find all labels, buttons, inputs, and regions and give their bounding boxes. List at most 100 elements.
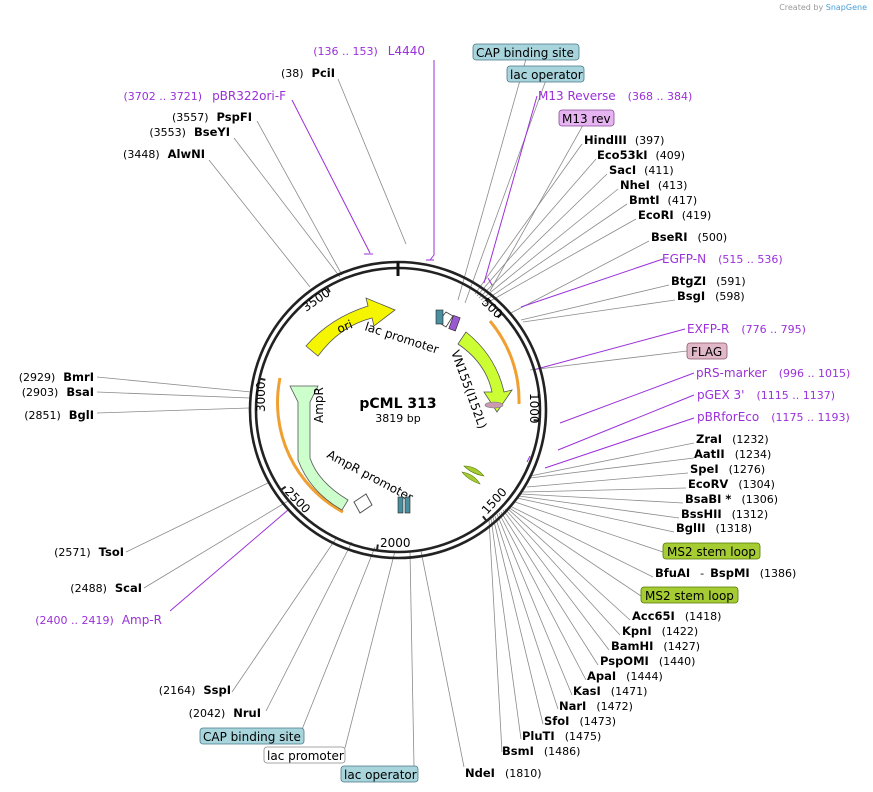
site-pspfi-pos: (3557) (172, 111, 209, 124)
site-kpni-name: KpnI (622, 624, 652, 638)
site-bseri[interactable]: BseRI(500) (651, 230, 727, 244)
leader-bsgi (522, 299, 676, 323)
leader-ms2-2 (507, 506, 642, 597)
site-alwni[interactable]: (3448)AlwNI (123, 147, 205, 161)
ms2-loop-1 (463, 465, 485, 477)
leader-ecorv (522, 487, 687, 493)
site-pspomi[interactable]: PspOMI(1440) (600, 654, 695, 668)
site-spei-pos: (1276) (729, 463, 766, 476)
tick-mark-3500 (325, 286, 331, 293)
primer-amp-r[interactable]: (2400 .. 2419)Amp-R (35, 613, 162, 627)
leader-ms2-1 (514, 501, 664, 553)
box-ms2-1[interactable]: MS2 stem loop (662, 542, 761, 560)
site-aatii[interactable]: AatII(1234) (694, 447, 771, 461)
site-ecori[interactable]: EcoRI(419) (638, 208, 711, 222)
primer-pbr322ori-f[interactable]: (3702 .. 3721)pBR322ori-F (124, 89, 287, 103)
leader-m13reverse (483, 95, 538, 284)
primer-pgex-3[interactable]: pGEX 3'(1115 .. 1137) (697, 388, 835, 402)
primer-l4440[interactable]: (136 .. 153)L4440 (313, 44, 425, 58)
site-bseyi[interactable]: (3553)BseYI (149, 125, 230, 139)
site-bfuai-bspmi[interactable]: BfuAI-BspMI(1386) (655, 566, 796, 580)
site-pspfi[interactable]: (3557) PspFI (172, 110, 252, 124)
site-sspi[interactable]: (2164)SspI (159, 683, 231, 697)
box-m13-rev[interactable]: M13 rev (558, 109, 615, 127)
site-ecorv-name: EcoRV (688, 477, 728, 491)
box-flag[interactable]: FLAG (686, 342, 728, 360)
site-bglii[interactable]: BglII(1318) (676, 521, 752, 535)
site-kpni[interactable]: KpnI(1422) (622, 624, 698, 638)
site-nrui[interactable]: (2042)NruI (189, 706, 261, 720)
primer-l4440-pos: (136 .. 153) (313, 45, 378, 58)
box-ms2-2[interactable]: MS2 stem loop (640, 586, 739, 604)
site-nari[interactable]: NarI(1472) (559, 699, 633, 713)
site-bsgi[interactable]: BsgI(598) (677, 289, 745, 303)
site-bmti[interactable]: BmtI(417) (629, 193, 697, 207)
site-bmri[interactable]: (2929)BmrI (19, 370, 94, 384)
site-pluti-pos: (1475) (565, 730, 602, 743)
site-hindiii[interactable]: HindIII(397) (584, 133, 664, 147)
leader-acc65i (506, 507, 631, 621)
ampr-promoter-feature (353, 493, 373, 514)
site-bseri-pos: (500) (698, 231, 728, 244)
site-bamhi[interactable]: BamHI(1427) (611, 639, 700, 653)
primer-prs-marker[interactable]: pRS-marker(996 .. 1015) (696, 366, 850, 380)
site-saci[interactable]: SacI(411) (609, 163, 674, 177)
box-cap-top[interactable]: CAP binding site (472, 43, 580, 61)
leader-nhei (480, 188, 619, 301)
site-bsai[interactable]: (2903)BsaI (22, 385, 94, 399)
leader-egfpn (520, 258, 664, 308)
site-pspfi-name: PspFI (217, 110, 252, 124)
primer-exfp-r[interactable]: EXFP-R(776 .. 795) (687, 322, 806, 336)
site-ndei[interactable]: NdeI(1810) (465, 766, 542, 780)
leader-zrai (529, 442, 695, 477)
site-pluti[interactable]: PluTI(1475) (522, 729, 601, 743)
site-spei[interactable]: SpeI(1276) (690, 462, 765, 476)
site-tsoi-pos: (2571) (54, 546, 91, 559)
site-bsmi[interactable]: BsmI(1486) (502, 744, 580, 758)
primer-m13-reverse[interactable]: M13 Reverse(368 .. 384) (538, 89, 692, 103)
site-nhei[interactable]: NheI(413) (620, 178, 687, 192)
box-m13-rev-label: M13 rev (562, 112, 611, 126)
leader-lacop-top (464, 79, 547, 304)
site-btgzi[interactable]: BtgZI(591) (671, 274, 746, 288)
lac-promoter-label: lac promoter (363, 320, 440, 357)
leader-pgex3 (557, 394, 695, 451)
site-acc65i[interactable]: Acc65I(1418) (632, 609, 721, 623)
site-tsoi[interactable]: (2571)TsoI (54, 545, 124, 559)
site-bsabi-pos: (1306) (741, 493, 778, 506)
site-kasi[interactable]: KasI(1471) (573, 684, 647, 698)
box-lacop-top[interactable]: lac operator (506, 65, 585, 83)
m13-rev-feature (448, 315, 461, 332)
site-ecorv[interactable]: EcoRV(1304) (688, 477, 775, 491)
cap-site-feature-top (435, 309, 444, 325)
site-apai[interactable]: ApaI(1444) (587, 669, 663, 683)
site-sfoi[interactable]: SfoI(1473) (544, 714, 616, 728)
site-acc65i-name: Acc65I (632, 609, 675, 623)
leader-flag (529, 350, 688, 371)
site-pspomi-pos: (1440) (659, 655, 696, 668)
primer-pbrforeco[interactable]: pBRforEco(1175 .. 1193) (697, 410, 850, 424)
site-bsshii[interactable]: BssHII(1312) (681, 507, 768, 521)
site-scai[interactable]: (2488)ScaI (70, 581, 142, 595)
primer-leaders (169, 60, 695, 612)
primer-tick-m13 (487, 277, 493, 286)
site-saci-name: SacI (609, 163, 636, 177)
site-sspi-name: SspI (203, 683, 231, 697)
site-pcil[interactable]: (38)PciI (281, 66, 335, 80)
lac-operator-feature-bottom (404, 496, 411, 514)
leader-ndei (420, 550, 465, 768)
box-cap-bottom[interactable]: CAP binding site (199, 727, 305, 745)
leader-eco53ki (476, 158, 597, 297)
site-zrai[interactable]: ZraI(1232) (696, 432, 769, 446)
vn155-highlight-arc (488, 320, 521, 405)
leader-cap-bottom (300, 546, 376, 733)
site-eco53ki[interactable]: Eco53kI(409) (597, 148, 685, 162)
leader-kasi (496, 513, 573, 696)
site-nrui-name: NruI (233, 706, 261, 720)
primer-egfp-n[interactable]: EGFP-N(515 .. 536) (662, 252, 783, 266)
box-lacop-bottom[interactable]: lac operator (340, 765, 419, 783)
site-pcil-pos: (38) (281, 67, 304, 80)
box-lacprom-bottom[interactable]: lac promoter (263, 746, 346, 764)
site-bgli[interactable]: (2851)BglI (24, 408, 94, 422)
site-bsabi[interactable]: BsaBI *(1306) (685, 492, 778, 506)
